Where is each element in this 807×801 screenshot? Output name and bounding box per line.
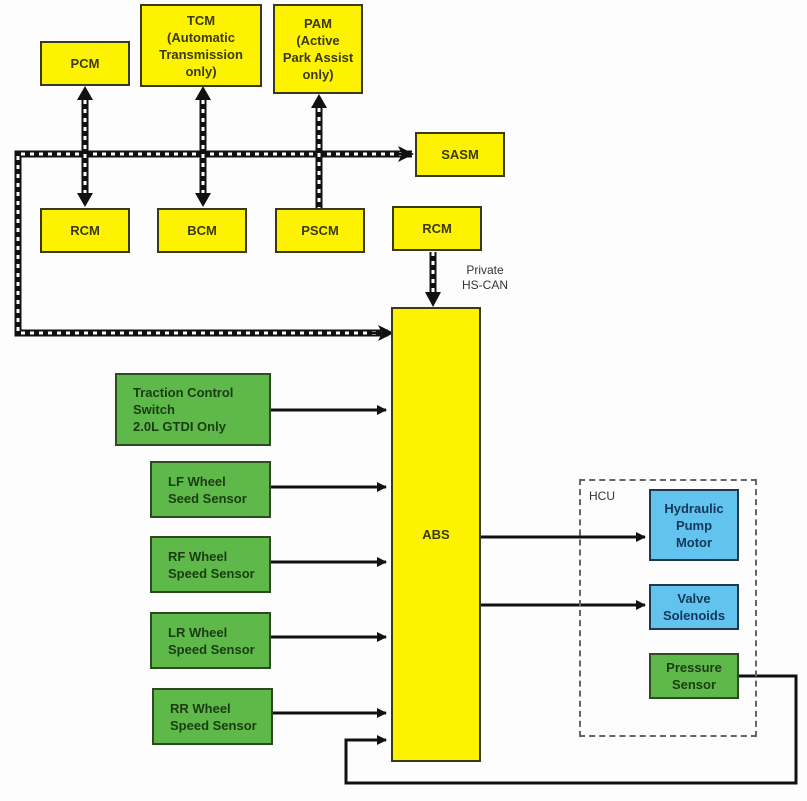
pcm-rcm-link [77,86,93,207]
tcm-module[interactable]: TCM (Automatic Transmission only) [140,4,262,87]
rf-wheel-sensor[interactable]: RF Wheel Speed Sensor [150,536,271,593]
pam-module[interactable]: PAM (Active Park Assist only) [273,4,363,94]
pcm-module[interactable]: PCM [40,41,130,86]
private-hs-can-link [425,252,441,307]
hs-can-bus [14,146,414,341]
valve-solenoids[interactable]: Valve Solenoids [649,584,739,630]
pressure-feedback [344,674,798,785]
lr-wheel-sensor[interactable]: LR Wheel Speed Sensor [150,612,271,669]
sasm-module[interactable]: SASM [415,132,505,177]
pressure-sensor[interactable]: Pressure Sensor [649,653,739,699]
hydraulic-pump-motor[interactable]: Hydraulic Pump Motor [649,489,739,561]
rcm-module[interactable]: RCM [40,208,130,253]
tcm-bcm-link [195,86,211,207]
bcm-module[interactable]: BCM [157,208,247,253]
pam-pscm-link [311,94,327,208]
rcm-private-module[interactable]: RCM [392,206,482,251]
traction-control-switch[interactable]: Traction Control Switch 2.0L GTDI Only [115,373,271,446]
hcu-label: HCU [589,489,615,503]
hcu-group [579,479,757,737]
abs-module[interactable]: ABS [391,307,481,762]
rr-wheel-sensor[interactable]: RR Wheel Speed Sensor [152,688,273,745]
private-hs-can-label: Private HS-CAN [462,263,509,292]
lf-wheel-sensor[interactable]: LF Wheel Seed Sensor [150,461,271,518]
pscm-module[interactable]: PSCM [275,208,365,253]
